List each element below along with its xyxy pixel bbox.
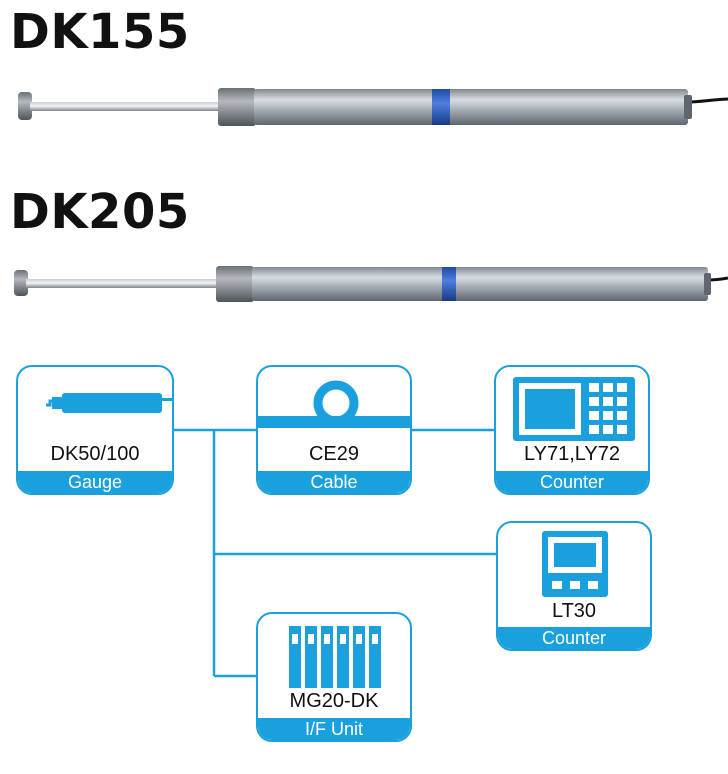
card-counter-lt-type: Counter bbox=[498, 627, 650, 649]
panel-counter-icon bbox=[542, 531, 608, 597]
gauge-dk205-image bbox=[14, 266, 728, 302]
card-cable-type: Cable bbox=[258, 471, 410, 493]
card-counter-lt-name: LT30 bbox=[551, 600, 597, 622]
gauge-end-cap bbox=[684, 95, 692, 119]
card-interface-unit: MG20-DK I/F Unit bbox=[256, 612, 412, 742]
gauge-icon bbox=[46, 393, 172, 413]
model-title-dk205: DK205 bbox=[10, 184, 190, 240]
probe-tip bbox=[14, 270, 28, 296]
interface-unit-icon bbox=[289, 626, 381, 688]
gauge-band bbox=[442, 267, 456, 301]
card-gauge-name: DK50/100 bbox=[50, 443, 140, 465]
card-cable-name: CE29 bbox=[308, 443, 360, 465]
counter-display-icon bbox=[513, 377, 635, 441]
cable-coil-icon bbox=[258, 380, 410, 428]
spindle-rod bbox=[30, 102, 220, 111]
gauge-band bbox=[432, 89, 450, 125]
card-interface-unit-type: I/F Unit bbox=[258, 718, 410, 740]
card-counter-lt: LT30 Counter bbox=[496, 521, 652, 651]
model-title-dk155: DK155 bbox=[10, 4, 190, 60]
spindle-rod bbox=[26, 279, 218, 288]
card-counter-ly-type: Counter bbox=[496, 471, 648, 493]
probe-tip bbox=[18, 92, 32, 120]
gauge-body bbox=[252, 267, 708, 301]
card-cable: CE29 Cable bbox=[256, 365, 412, 495]
card-interface-unit-name: MG20-DK bbox=[289, 690, 379, 712]
card-counter-ly-name: LY71,LY72 bbox=[523, 443, 620, 465]
gauge-body bbox=[254, 89, 688, 125]
card-gauge-type: Gauge bbox=[18, 471, 172, 493]
gauge-collar bbox=[216, 266, 254, 302]
card-counter-ly: LY71,LY72 Counter bbox=[494, 365, 650, 495]
card-gauge: DK50/100 Gauge bbox=[16, 365, 174, 495]
gauge-end-cap bbox=[704, 273, 711, 295]
gauge-collar bbox=[218, 88, 256, 126]
gauge-dk155-image bbox=[18, 88, 728, 126]
